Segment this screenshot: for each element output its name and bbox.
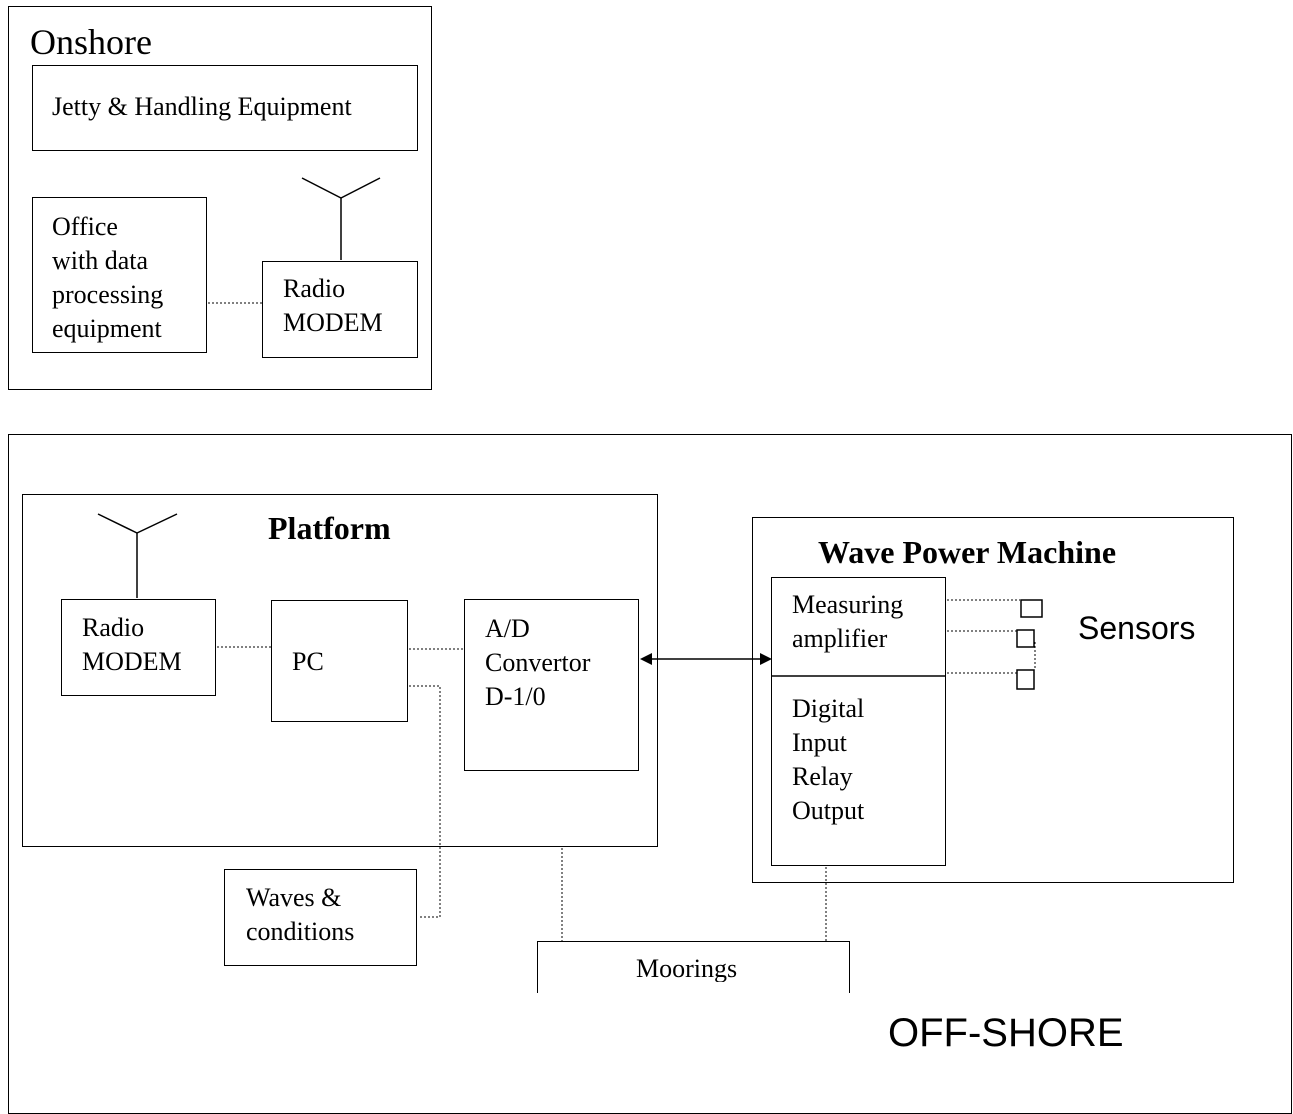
jetty-label: Jetty & Handling Equipment: [52, 92, 352, 121]
office-label: Office with data processing equipment: [52, 212, 164, 343]
digital-io-label: Digital Input Relay Output: [792, 694, 865, 825]
measuring-digital-box: [771, 577, 946, 866]
measuring-amplifier-label: Measuring amplifier: [792, 590, 904, 653]
moorings-label: Moorings: [636, 954, 738, 982]
onshore-radio-modem-label: Radio MODEM: [283, 274, 383, 337]
onshore-title: Onshore: [30, 22, 152, 62]
wave-power-machine-title: Wave Power Machine: [818, 534, 1117, 570]
pc-box: [271, 600, 408, 722]
jetty-box: [32, 65, 418, 151]
adc-box: [464, 599, 639, 771]
pc-label: PC: [292, 647, 324, 676]
adc-label: A/D Convertor D-1/0: [485, 614, 591, 711]
platform-radio-modem-label: Radio MODEM: [82, 613, 182, 676]
platform-radio-modem-box: [61, 599, 216, 696]
offshore-label: OFF-SHORE: [888, 1011, 1124, 1055]
moorings-box: [537, 941, 850, 993]
onshore-radio-modem-box: [262, 261, 418, 358]
waves-conditions-label: Waves & conditions: [246, 883, 355, 946]
platform-title: Platform: [268, 510, 391, 546]
waves-conditions-box: [224, 869, 417, 966]
sensors-label: Sensors: [1078, 610, 1196, 646]
office-box: [32, 197, 207, 353]
